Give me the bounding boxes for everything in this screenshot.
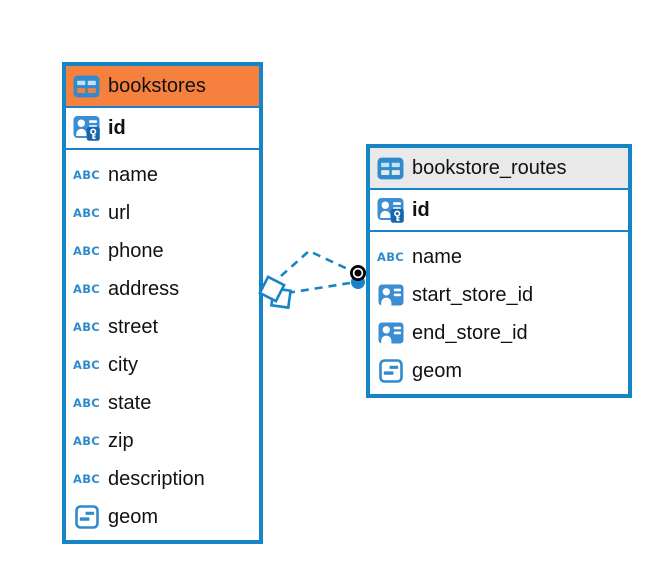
column-row-url[interactable]: ABC url bbox=[66, 194, 259, 232]
text-type-icon: ABC bbox=[73, 244, 101, 258]
primary-key-icon bbox=[73, 115, 100, 141]
primary-key-icon bbox=[377, 197, 404, 223]
table-bookstores[interactable]: bookstores id ABC name ABC url ABC phone… bbox=[62, 62, 263, 544]
reference-type-icon bbox=[377, 282, 404, 308]
table-icon bbox=[73, 73, 100, 99]
table-icon bbox=[377, 155, 404, 181]
column-row-description[interactable]: ABC description bbox=[66, 460, 259, 498]
column-row-address[interactable]: ABC address bbox=[66, 270, 259, 308]
column-row-geom[interactable]: geom bbox=[66, 498, 259, 536]
column-list: ABC name ABC url ABC phone ABC address A… bbox=[66, 150, 259, 540]
table-bookstore-routes[interactable]: bookstore_routes id ABC name start_store… bbox=[366, 144, 632, 398]
text-type-icon: ABC bbox=[73, 358, 101, 372]
column-name: id bbox=[412, 198, 430, 221]
column-name: name bbox=[108, 163, 159, 186]
relationship-source-diamond-back[interactable] bbox=[269, 286, 293, 310]
text-type-icon: ABC bbox=[73, 434, 101, 448]
column-name: geom bbox=[412, 359, 463, 382]
column-row-name[interactable]: ABC name bbox=[370, 238, 628, 276]
column-row-id[interactable]: id bbox=[370, 190, 628, 232]
column-row-start-store-id[interactable]: start_store_id bbox=[370, 276, 628, 314]
text-type-icon: ABC bbox=[73, 206, 101, 220]
column-row-geom[interactable]: geom bbox=[370, 352, 628, 390]
relationship-source-diamond-front[interactable] bbox=[258, 275, 286, 303]
text-type-icon: ABC bbox=[73, 320, 101, 334]
text-type-icon: ABC bbox=[73, 396, 101, 410]
table-name: bookstores bbox=[108, 74, 206, 97]
table-bookstores-header[interactable]: bookstores bbox=[66, 66, 259, 108]
column-row-state[interactable]: ABC state bbox=[66, 384, 259, 422]
relationship-line-1[interactable] bbox=[280, 249, 353, 277]
column-name: description bbox=[108, 467, 205, 490]
relationship-target-dot-black[interactable] bbox=[350, 265, 366, 281]
column-name: id bbox=[108, 116, 126, 139]
column-name: geom bbox=[108, 505, 159, 528]
relationship-target-dot-black-core bbox=[352, 267, 364, 279]
table-name: bookstore_routes bbox=[412, 156, 567, 179]
column-name: url bbox=[108, 201, 131, 224]
text-type-icon: ABC bbox=[73, 282, 101, 296]
column-name: end_store_id bbox=[412, 321, 528, 344]
reference-type-icon bbox=[377, 320, 404, 346]
text-type-icon: ABC bbox=[73, 472, 101, 486]
geometry-type-icon bbox=[377, 358, 404, 384]
column-row-city[interactable]: ABC city bbox=[66, 346, 259, 384]
text-type-icon: ABC bbox=[377, 250, 405, 264]
column-row-id[interactable]: id bbox=[66, 108, 259, 150]
column-name: name bbox=[412, 245, 463, 268]
relationship-target-dot-blue[interactable] bbox=[351, 275, 365, 289]
column-name: start_store_id bbox=[412, 283, 534, 306]
table-bookstore-routes-header[interactable]: bookstore_routes bbox=[370, 148, 628, 190]
column-name: zip bbox=[108, 429, 134, 452]
column-name: city bbox=[108, 353, 138, 376]
relationship-line-2[interactable] bbox=[286, 281, 351, 295]
column-row-street[interactable]: ABC street bbox=[66, 308, 259, 346]
text-type-icon: ABC bbox=[73, 168, 101, 182]
column-row-name[interactable]: ABC name bbox=[66, 156, 259, 194]
column-list: ABC name start_store_id end_store_id ge bbox=[370, 232, 628, 394]
column-name: state bbox=[108, 391, 152, 414]
column-row-end-store-id[interactable]: end_store_id bbox=[370, 314, 628, 352]
column-row-zip[interactable]: ABC zip bbox=[66, 422, 259, 460]
column-name: phone bbox=[108, 239, 164, 262]
column-name: street bbox=[108, 315, 159, 338]
column-name: address bbox=[108, 277, 180, 300]
geometry-type-icon bbox=[73, 504, 100, 530]
column-row-phone[interactable]: ABC phone bbox=[66, 232, 259, 270]
